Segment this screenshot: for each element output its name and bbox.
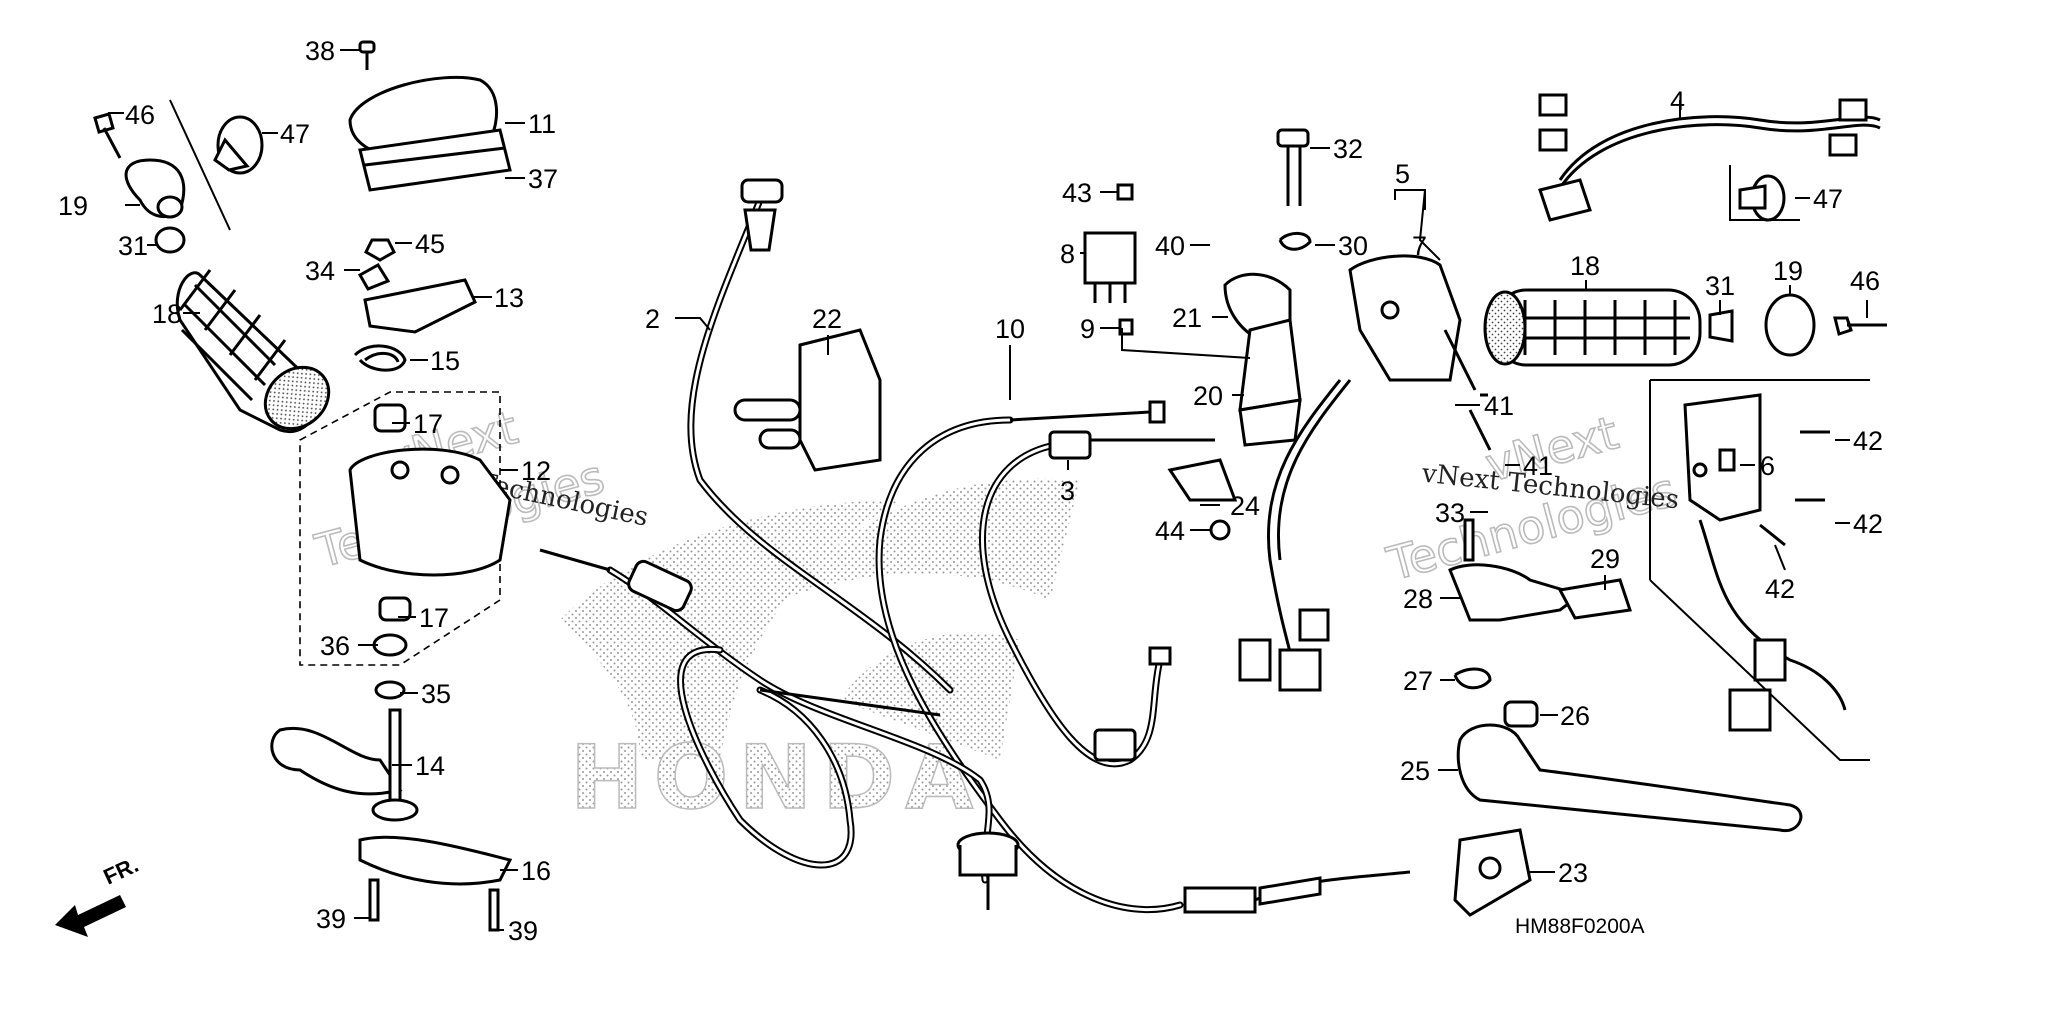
lever-bracket-drawing xyxy=(1223,272,1302,447)
left-bolt-cap-drawing xyxy=(93,112,264,219)
callout-18: 18 xyxy=(152,299,182,329)
throttle-cable-drawing xyxy=(979,430,1215,768)
screw-38-drawing xyxy=(358,40,376,70)
callout-19: 19 xyxy=(58,191,88,221)
callout-2: 2 xyxy=(645,304,660,334)
callout-42-2: 42 xyxy=(1853,509,1883,539)
screw-41-drawing xyxy=(1443,329,1492,451)
callout-7: 7 xyxy=(1412,231,1427,261)
relay-drawing xyxy=(1083,183,1137,336)
callout-40: 40 xyxy=(1155,231,1185,261)
callout-42-3: 42 xyxy=(1765,574,1795,604)
callout-43: 43 xyxy=(1062,178,1092,208)
choke-cable-drawing xyxy=(687,178,954,694)
parking-lever-drawing xyxy=(1448,518,1632,728)
left-grip-drawing xyxy=(154,226,331,434)
callout-25: 25 xyxy=(1400,756,1430,786)
callout-46-right: 46 xyxy=(1850,266,1880,296)
front-arrow: FR. xyxy=(55,852,142,937)
front-marker-label: FR. xyxy=(100,852,143,890)
callout-44: 44 xyxy=(1155,516,1185,546)
callout-16: 16 xyxy=(521,856,551,886)
throttle-cover-drawing xyxy=(348,75,512,192)
callout-41-lower: 41 xyxy=(1523,451,1553,481)
brake-cable-drawing xyxy=(875,400,1411,914)
callout-45: 45 xyxy=(415,229,445,259)
callout-22: 22 xyxy=(812,304,842,334)
left-switch-drawing xyxy=(1238,254,1462,692)
right-switch-drawing xyxy=(1649,379,1870,761)
callout-4: 4 xyxy=(1670,86,1685,116)
callout-17-lower: 17 xyxy=(419,603,449,633)
callout-46: 46 xyxy=(125,100,155,130)
callout-35: 35 xyxy=(421,679,451,709)
callout-29: 29 xyxy=(1590,544,1620,574)
callout-37: 37 xyxy=(528,164,558,194)
callout-42-1: 42 xyxy=(1853,426,1883,456)
sub-harness-drawing xyxy=(1538,93,1881,222)
callout-6: 6 xyxy=(1760,451,1775,481)
callout-31: 31 xyxy=(118,231,148,261)
callout-13: 13 xyxy=(494,283,524,313)
throttle-lever-drawing xyxy=(270,708,513,932)
callout-24: 24 xyxy=(1230,491,1260,521)
diagram-code: HM88F0200A xyxy=(1515,915,1645,938)
callout-17: 17 xyxy=(413,409,443,439)
lever-cable-drawing xyxy=(539,548,1020,910)
callout-8: 8 xyxy=(1060,239,1075,269)
callout-28: 28 xyxy=(1403,584,1433,614)
pivot-bolt-drawing xyxy=(1276,128,1312,251)
callout-41-upper: 41 xyxy=(1484,391,1514,421)
callout-34: 34 xyxy=(305,256,335,286)
plate-nut-drawing xyxy=(1167,458,1238,541)
brake-lever-drawing xyxy=(1453,723,1803,917)
leader-lines xyxy=(108,49,1868,931)
callout-14: 14 xyxy=(415,751,445,781)
callout-3: 3 xyxy=(1060,476,1075,506)
callout-21: 21 xyxy=(1172,303,1202,333)
callout-27: 27 xyxy=(1403,666,1433,696)
callout-15: 15 xyxy=(430,346,460,376)
callout-23: 23 xyxy=(1558,858,1588,888)
callout-32: 32 xyxy=(1333,134,1363,164)
right-grip-drawing xyxy=(1483,288,1887,367)
callout-12: 12 xyxy=(521,456,551,486)
callout-38: 38 xyxy=(305,36,335,66)
callout-26: 26 xyxy=(1560,701,1590,731)
end-cap-right-drawing xyxy=(1729,165,1800,222)
callout-11: 11 xyxy=(528,109,556,139)
callout-9: 9 xyxy=(1080,314,1095,344)
callout-39-left: 39 xyxy=(316,904,346,934)
callout-5: 5 xyxy=(1395,159,1410,189)
callout-30: 30 xyxy=(1338,231,1368,261)
throttle-housing-drawing xyxy=(299,391,512,700)
callout-31-right: 31 xyxy=(1705,271,1735,301)
callout-10: 10 xyxy=(995,314,1025,344)
callout-labels: 38 11 37 46 47 19 31 18 45 34 13 15 17 1… xyxy=(58,36,1883,946)
watermark-logo-word: HONDA xyxy=(570,726,983,829)
callout-19-right: 19 xyxy=(1773,256,1803,286)
callout-18-right: 18 xyxy=(1570,251,1600,281)
callout-47-right: 47 xyxy=(1813,184,1843,214)
callout-47: 47 xyxy=(280,119,310,149)
callout-36: 36 xyxy=(320,631,350,661)
small-parts-45-34-13-15 xyxy=(353,238,477,372)
callout-39-right: 39 xyxy=(508,916,538,946)
callout-33: 33 xyxy=(1435,498,1465,528)
junction-block-drawing xyxy=(733,328,882,472)
callout-20: 20 xyxy=(1193,381,1223,411)
left-end-divider xyxy=(169,99,231,231)
